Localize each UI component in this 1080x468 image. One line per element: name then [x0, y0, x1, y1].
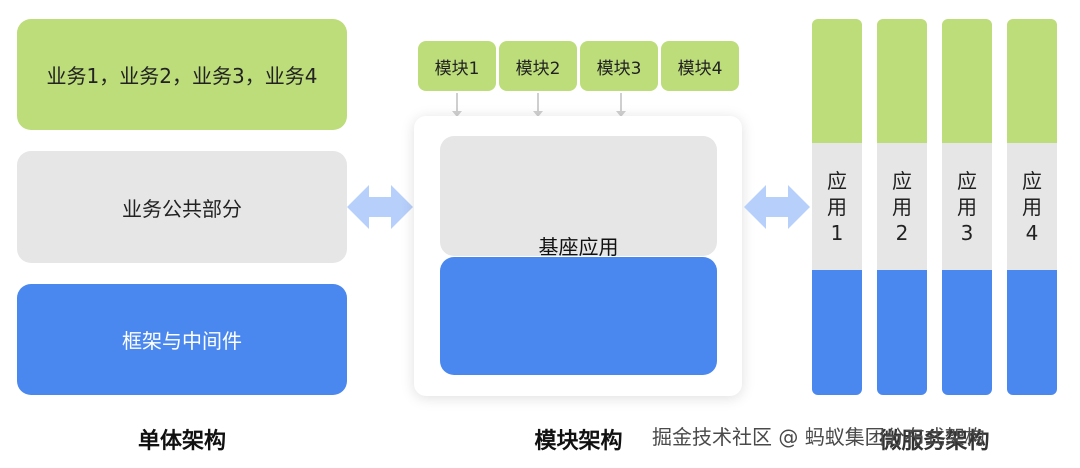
module-tab-4: 模块4 — [661, 41, 739, 91]
base-app-gray-block — [440, 136, 717, 256]
module-tab-label: 模块2 — [515, 58, 561, 79]
microservice-app-label-4: 应 用 4 — [1007, 143, 1057, 270]
app-label-line: 3 — [960, 220, 974, 245]
app-label-line: 应 — [827, 168, 847, 193]
app-label-line: 1 — [830, 220, 844, 245]
module-tab-1: 模块1 — [418, 41, 496, 91]
app-label-line: 应 — [1022, 168, 1042, 193]
module-tab-label: 模块1 — [434, 58, 480, 79]
microservice-title: 微服务架构 — [879, 429, 990, 454]
module-connector-arrow — [533, 93, 543, 117]
app-label-line: 用 — [827, 194, 847, 219]
modular-title: 模块架构 — [534, 429, 623, 454]
app-label-line: 用 — [892, 194, 912, 219]
base-app-label: 基座应用 — [538, 235, 619, 259]
module-tab-2: 模块2 — [499, 41, 577, 91]
module-tab-label: 模块4 — [677, 58, 723, 79]
app-label-line: 用 — [1022, 194, 1042, 219]
double-arrow-icon — [744, 185, 810, 229]
monolith-common-label: 业务公共部分 — [122, 196, 242, 221]
app-label-line: 用 — [957, 194, 977, 219]
module-tab-label: 模块3 — [596, 58, 642, 79]
double-arrow-icon — [347, 185, 413, 229]
microservice-app-label-2: 应 用 2 — [877, 143, 927, 270]
module-tab-3: 模块3 — [580, 41, 658, 91]
microservice-framework-block — [942, 270, 992, 395]
base-app-blue-block — [440, 257, 717, 375]
monolith-framework-label: 框架与中间件 — [122, 329, 242, 353]
app-label-line: 应 — [957, 168, 977, 193]
microservice-business-block — [877, 19, 927, 143]
microservice-business-block — [812, 19, 862, 143]
microservice-framework-block — [1007, 270, 1057, 395]
app-label-line: 2 — [895, 220, 909, 245]
monolith-business-block: 业务1，业务2，业务3，业务4 — [17, 19, 347, 130]
monolith-business-label: 业务1，业务2，业务3，业务4 — [46, 64, 318, 88]
module-connector-arrow — [452, 93, 462, 117]
app-label-line: 4 — [1025, 220, 1039, 245]
monolith-framework-block: 框架与中间件 — [17, 284, 347, 395]
microservice-framework-block — [877, 270, 927, 395]
module-connector-arrow — [616, 93, 626, 117]
monolith-title: 单体架构 — [137, 429, 226, 454]
microservice-app-label-3: 应 用 3 — [942, 143, 992, 270]
watermark-text: 掘金技术社区 @ 蚂蚁集团分布式架构 — [652, 425, 985, 449]
microservice-framework-block — [812, 270, 862, 395]
app-label-line: 应 — [892, 168, 912, 193]
microservice-business-block — [1007, 19, 1057, 143]
microservice-business-block — [942, 19, 992, 143]
monolith-common-block: 业务公共部分 — [17, 151, 347, 263]
microservice-app-label-1: 应 用 1 — [812, 143, 862, 270]
